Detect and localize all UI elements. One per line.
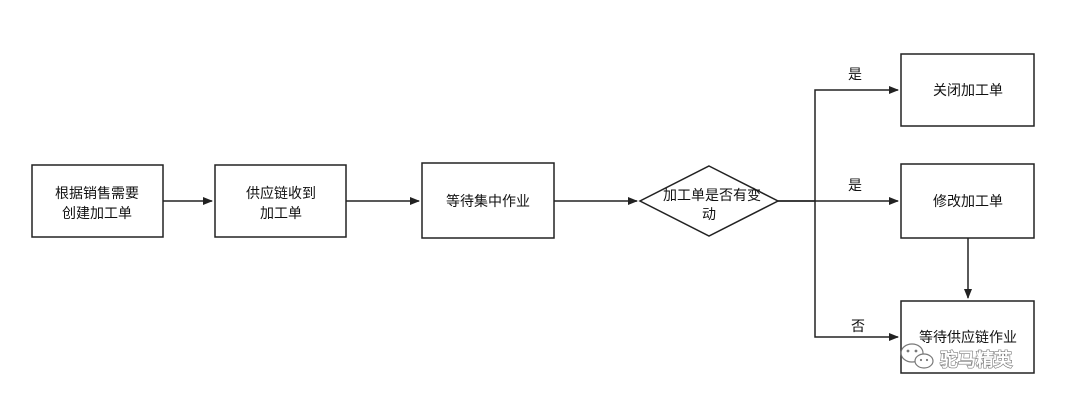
node-receive-line-1: 供应链收到: [246, 185, 316, 202]
node-decision-line-2: 动: [702, 207, 716, 223]
edge-decision-to-wait-supply: [814, 201, 899, 341]
node-create-order: 根据销售需要 创建加工单: [31, 164, 164, 238]
edge-label-no-wait-supply: 否: [851, 319, 865, 335]
edge-label-yes-close: 是: [848, 67, 862, 83]
node-decision-line-1: 加工单是否有变: [663, 188, 761, 204]
node-wait-central: 等待集中作业: [421, 162, 555, 239]
node-supply-receive: 供应链收到 加工单: [214, 164, 347, 238]
watermark: 驼马精英: [900, 343, 1014, 372]
node-create-line-2: 创建加工单: [62, 206, 132, 222]
edges: [163, 86, 972, 341]
node-receive-line-2: 加工单: [260, 206, 302, 222]
node-close-label: 关闭加工单: [933, 83, 1003, 99]
wechat-icon: [900, 343, 934, 369]
node-decision-changed: 加工单是否有变 动: [638, 165, 780, 237]
node-close-order: 关闭加工单: [900, 53, 1035, 127]
node-modify-label: 修改加工单: [933, 194, 1003, 210]
node-create-line-1: 根据销售需要: [55, 186, 139, 202]
node-modify-order: 修改加工单: [900, 163, 1035, 239]
node-wait-central-label: 等待集中作业: [446, 193, 530, 210]
node-wait-supply-label: 等待供应链作业: [919, 329, 1017, 346]
edge-label-yes-modify: 是: [848, 178, 862, 194]
edge-decision-to-close: [778, 86, 899, 202]
watermark-text: 驼马精英: [940, 349, 1013, 371]
